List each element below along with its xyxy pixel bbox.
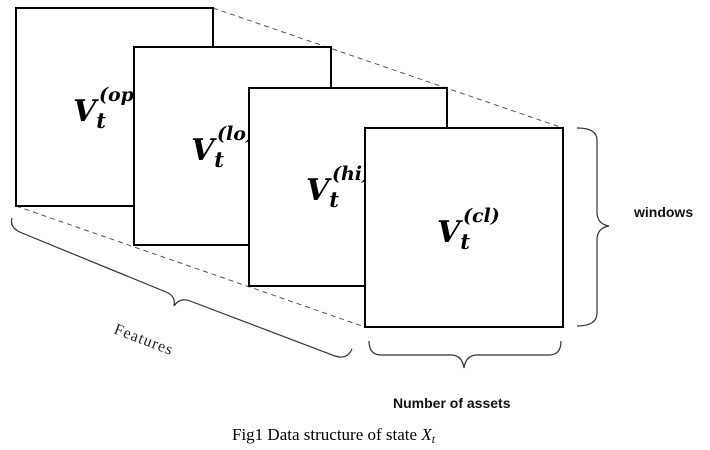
features-brace	[10, 217, 353, 358]
dashed-line-top-right	[212, 7, 564, 129]
matrix-high-label: Vt(hi)	[306, 163, 371, 212]
figure-caption: Fig1 Data structure of state Xt	[232, 425, 436, 446]
features-label: Features	[112, 321, 176, 359]
matrix-low-label: Vt(lo)	[191, 123, 255, 172]
windows-brace	[576, 127, 610, 327]
matrix-open-label: Vt(op)	[73, 84, 143, 133]
assets-label: Number of assets	[393, 395, 511, 411]
matrix-close: Vt(cl)	[364, 127, 564, 328]
matrix-close-label: Vt(cl)	[437, 205, 500, 254]
windows-label: windows	[633, 204, 693, 220]
dashed-line-bottom-left	[15, 205, 366, 328]
assets-brace	[368, 340, 562, 369]
